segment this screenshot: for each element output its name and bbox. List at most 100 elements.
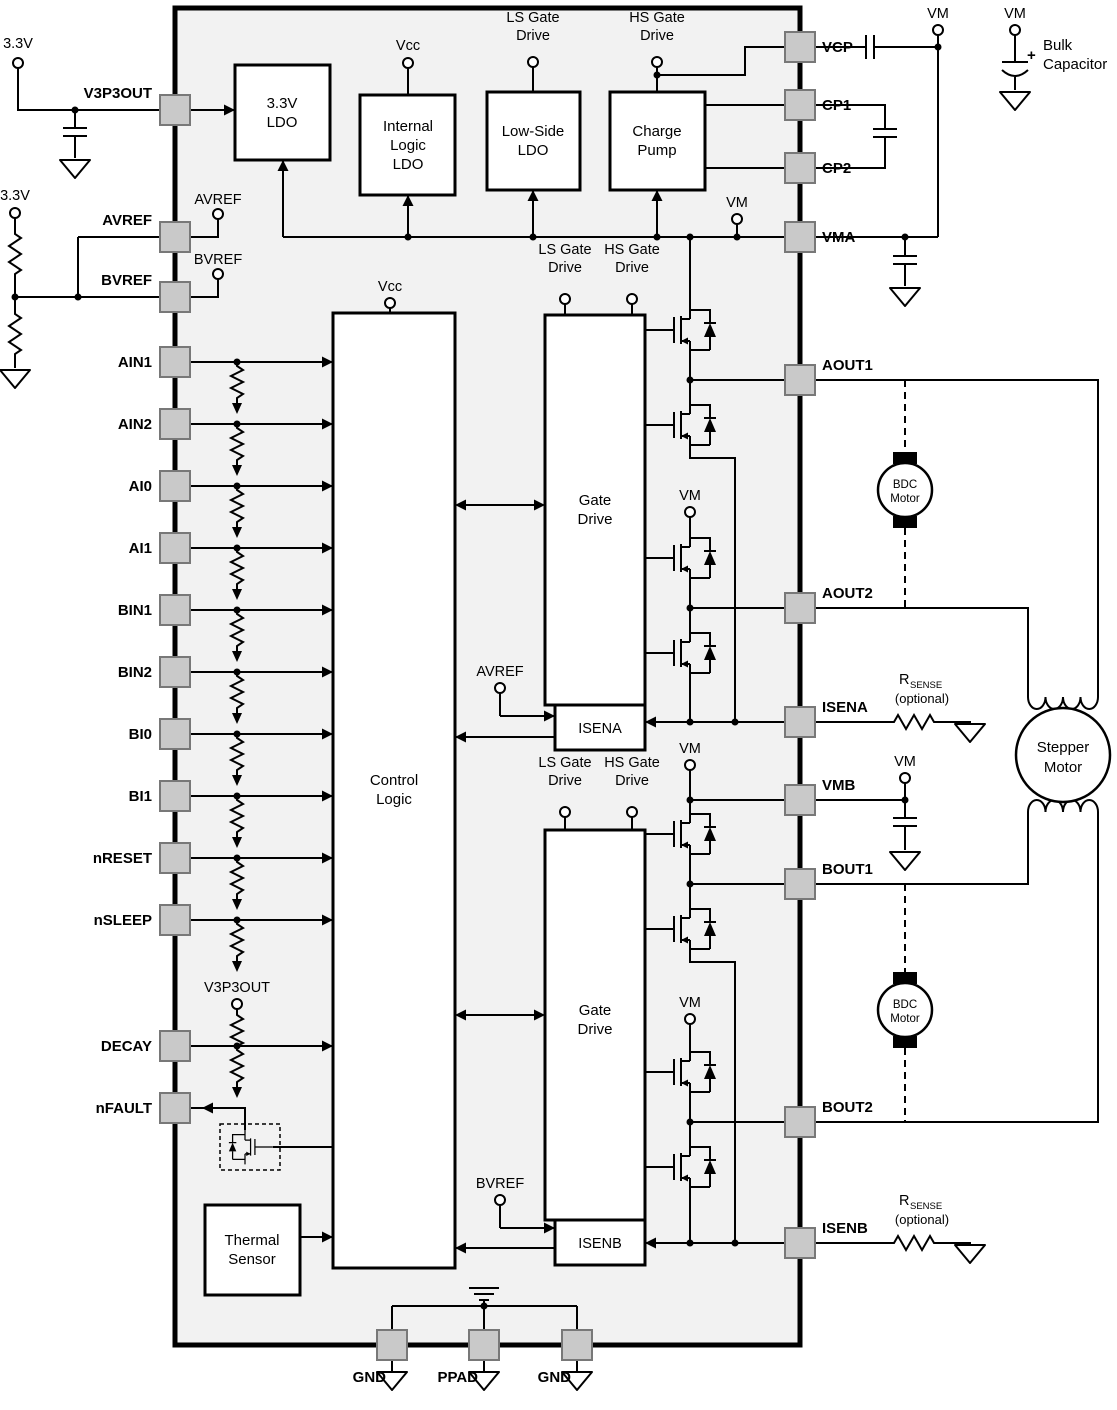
pin-label-ain1: AIN1: [118, 354, 152, 371]
terminal-vm-rail: [731, 213, 743, 225]
pin-label-nreset: nRESET: [93, 850, 152, 867]
ground-symbol: [59, 159, 91, 179]
pin-label-ain2: AIN2: [118, 416, 152, 433]
terminal-vm-bulk: [1009, 24, 1021, 36]
terminal-bvref-internal: [212, 268, 224, 280]
pin-label-ppad: PPAD: [437, 1369, 478, 1386]
pin-label-ai0: AI0: [129, 478, 152, 495]
pin-label-nfault: nFAULT: [96, 1100, 152, 1117]
pin-label-avref: AVREF: [102, 212, 152, 229]
pin-label-nsleep: nSLEEP: [94, 912, 152, 929]
pin-bvref: [159, 281, 191, 313]
pin-vcp: [784, 31, 816, 63]
label-vcc-top: Vcc: [396, 38, 420, 54]
pin-bout2: [784, 1106, 816, 1138]
label-3v3: 3.3V: [0, 188, 30, 204]
pin-label-isenb: ISENB: [822, 1220, 868, 1237]
pin-nreset: [159, 842, 191, 874]
terminal-ls-gate-top: [527, 56, 539, 68]
stepper-winding-b: [1027, 799, 1099, 813]
block-thermal-sensor: [203, 1203, 302, 1297]
terminal-vm-vmb: [899, 772, 911, 784]
rsense-a-note: (optional): [895, 691, 949, 706]
pin-avref: [159, 221, 191, 253]
pins: [159, 31, 816, 1361]
pin-label-bout2: BOUT2: [822, 1099, 873, 1116]
pin-label-aout2: AOUT2: [822, 585, 873, 602]
pin-label-vcp: VCP: [822, 39, 853, 56]
terminal-hs-gate-top: [651, 56, 663, 68]
capacitor-vma: [892, 255, 918, 265]
ground-symbol: [889, 287, 921, 307]
pin-isena: [784, 706, 816, 738]
pin-bi1: [159, 780, 191, 812]
pin-bout1: [784, 868, 816, 900]
label-bvref-internal: BVREF: [194, 252, 242, 268]
terminal-hs-gate-a: [626, 293, 638, 305]
pin-gnd-1: [376, 1329, 408, 1361]
pin-label-ai1: AI1: [129, 540, 152, 557]
terminal-ls-gate-a: [559, 293, 571, 305]
pin-ain2: [159, 408, 191, 440]
capacitor-vcp: [865, 35, 875, 59]
pin-vma: [784, 221, 816, 253]
stepper-winding-a: [1027, 696, 1099, 710]
pin-cp1: [784, 89, 816, 121]
pin-label-gnd-2: GND: [538, 1369, 572, 1386]
rsense-b-r: R: [899, 1193, 909, 1209]
pin-label-decay: DECAY: [101, 1038, 152, 1055]
rsense-a-r: R: [899, 672, 909, 688]
terminal-v3p3out-pullup: [231, 998, 243, 1010]
pin-isenb: [784, 1227, 816, 1259]
label-vm-bulk: VM: [1004, 6, 1026, 22]
h-bridge-b: VM VM: [644, 741, 785, 1249]
bulk-capacitor-symbol: [1001, 61, 1029, 77]
terminal-3v3-supply: [12, 57, 24, 69]
label-vm-bridge-b2: VM: [679, 995, 701, 1011]
pin-label-vmb: VMB: [822, 777, 856, 794]
pin-decay: [159, 1030, 191, 1062]
rsense-a-resistor: [889, 714, 943, 730]
pin-aout1: [784, 364, 816, 396]
pin-label-cp2: CP2: [822, 160, 851, 177]
capacitor-cp1-cp2: [872, 128, 898, 138]
terminal-vm-bridge-b1: [684, 759, 696, 771]
label-avref-isena: AVREF: [476, 664, 523, 680]
rsense-b-label: R SENSE (optional): [895, 1193, 949, 1227]
block-3v3-ldo: [233, 63, 332, 162]
label-vm-vmb: VM: [894, 754, 916, 770]
terminal-hs-gate-b: [626, 806, 638, 818]
pin-ai1: [159, 532, 191, 564]
pin-ppad: [468, 1329, 500, 1361]
ground-symbol: [0, 369, 31, 389]
h-bridge-a: VM: [644, 237, 785, 728]
block-charge-pump: [608, 90, 707, 192]
pin-label-bin2: BIN2: [118, 664, 152, 681]
pin-label-v3p3out: V3P3OUT: [84, 85, 152, 102]
pin-labels: V3P3OUT AVREF BVREF AIN1 AIN2 AI0 AI1 BI…: [84, 39, 873, 1386]
pin-label-aout1: AOUT1: [822, 357, 873, 374]
label-isena: ISENA: [578, 721, 622, 737]
terminal-ls-gate-b: [559, 806, 571, 818]
terminal-vcc-top: [402, 57, 414, 69]
pin-ai0: [159, 470, 191, 502]
rsense-a-sub: SENSE: [910, 680, 942, 691]
pin-label-bvref: BVREF: [101, 272, 152, 289]
label-vm-top: VM: [927, 6, 949, 22]
terminal-3v3-ref: [9, 207, 21, 219]
